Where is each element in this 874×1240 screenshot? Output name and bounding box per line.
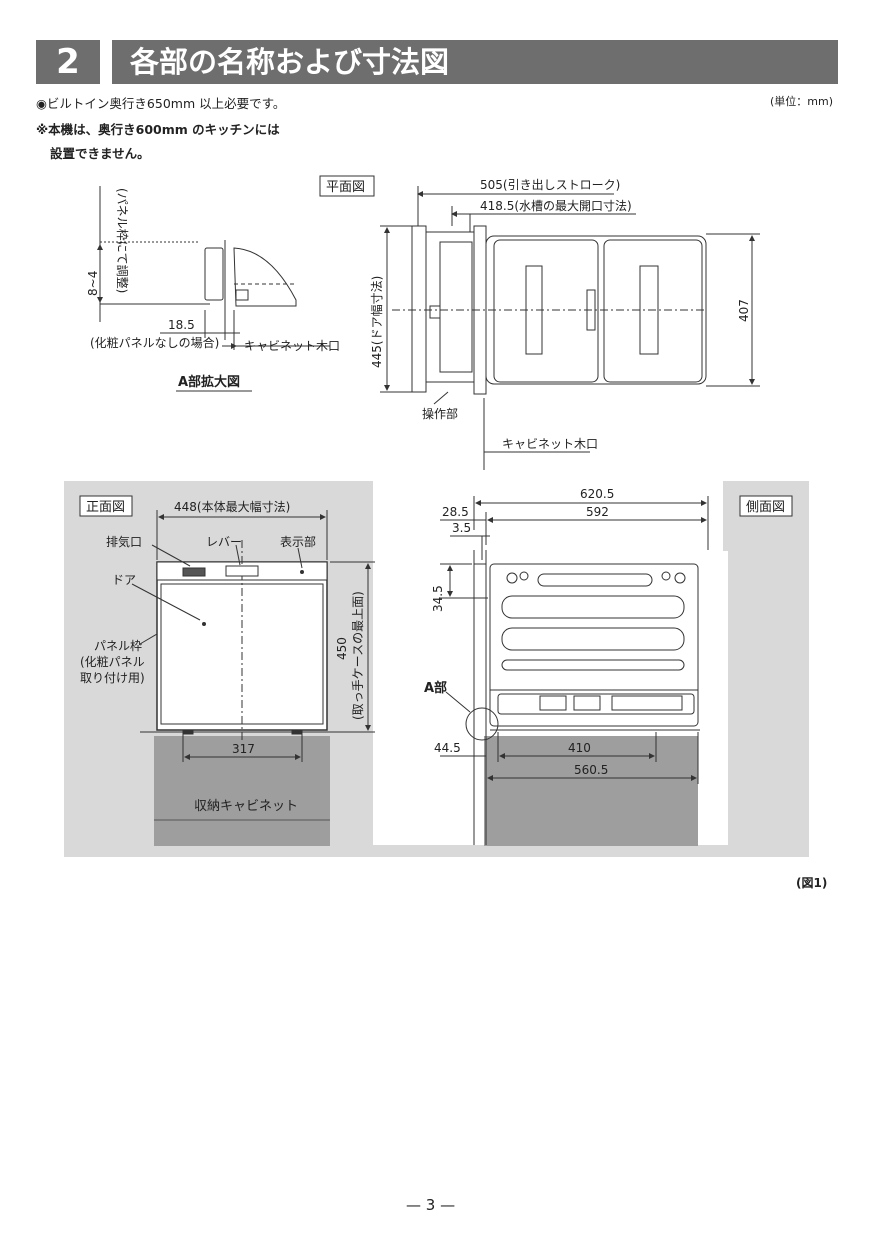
front-panel-frame-1: パネル枠	[94, 639, 142, 653]
warning-line-2: 設置できません。	[50, 146, 150, 161]
unit-note: (単位：mm)	[770, 95, 834, 108]
section-number: 2	[36, 40, 100, 84]
plan-dim-505: 505(引き出しストローク)	[480, 178, 620, 192]
detail-a-dim-8-4: 8~4	[86, 271, 100, 296]
plan-dim-407: 407	[737, 299, 751, 322]
front-cabinet-label: 収納キャビネット	[194, 799, 298, 814]
side-dim-560-5: 560.5	[574, 763, 608, 777]
page-number: — 3 —	[406, 1196, 456, 1214]
front-display-label: 表示部	[280, 534, 316, 549]
section-title: 各部の名称および寸法図	[112, 40, 838, 84]
side-view-panel	[723, 481, 809, 857]
detail-a-vertical-label: (パネル枠にて調整)	[115, 188, 130, 293]
front-view-title-box	[79, 495, 133, 517]
side-view-title-box	[739, 495, 793, 517]
front-door-label: ドア	[112, 573, 136, 587]
side-view-title: 側面図	[746, 500, 785, 515]
side-cabinet	[484, 736, 698, 846]
front-dim-450: 450	[335, 637, 349, 660]
front-view-title: 正面図	[86, 500, 125, 515]
builtin-depth-note: ◉ビルトイン奥行き650mm 以上必要です。	[36, 96, 286, 111]
side-dim-34-5: 34.5	[431, 585, 445, 612]
side-view-drawing	[440, 496, 709, 845]
front-panel-frame-2: (化粧パネル	[80, 655, 145, 669]
plan-dim-445: 445(ドア幅寸法)	[369, 276, 384, 368]
bottom-strip	[373, 845, 809, 857]
side-dim-620-5: 620.5	[580, 487, 614, 501]
detail-a-dim-18-5: 18.5	[168, 318, 195, 332]
plan-view-drawing	[380, 186, 760, 470]
plan-view-title-box	[319, 175, 375, 197]
side-dim-410: 410	[568, 741, 591, 755]
side-part-a: A部	[424, 680, 447, 696]
front-panel-frame-3: 取り付け用)	[80, 671, 145, 685]
plan-cabinet-edge: キャビネット木口	[502, 437, 598, 451]
plan-dim-418-5: 418.5(水槽の最大開口寸法)	[480, 199, 632, 213]
detail-a-cabinet-edge: キャビネット木口	[244, 339, 340, 353]
side-dim-44-5: 44.5	[434, 741, 461, 755]
front-view-drawing	[131, 510, 375, 762]
front-dim-450-note: (取っ手ケースの最上面)	[351, 591, 365, 720]
plan-operation: 操作部	[422, 406, 458, 421]
plan-view-title: 平面図	[326, 180, 365, 195]
detail-a-drawing	[97, 186, 330, 350]
figure-label: (図1)	[796, 876, 828, 890]
side-dim-3-5: 3.5	[452, 521, 471, 535]
front-lever-label: レバー	[206, 535, 242, 549]
detail-a-caption: A部拡大図	[178, 374, 240, 390]
detail-a-no-panel: (化粧パネルなしの場合)	[90, 335, 219, 350]
side-dim-592: 592	[586, 505, 609, 519]
side-dim-28-5: 28.5	[442, 505, 469, 519]
front-exhaust-label: 排気口	[106, 534, 142, 549]
front-dim-317: 317	[232, 742, 255, 756]
front-dim-448: 448(本体最大幅寸法)	[174, 499, 290, 514]
warning-line-1: ※本機は、奥行き600mm のキッチンには	[36, 122, 280, 137]
